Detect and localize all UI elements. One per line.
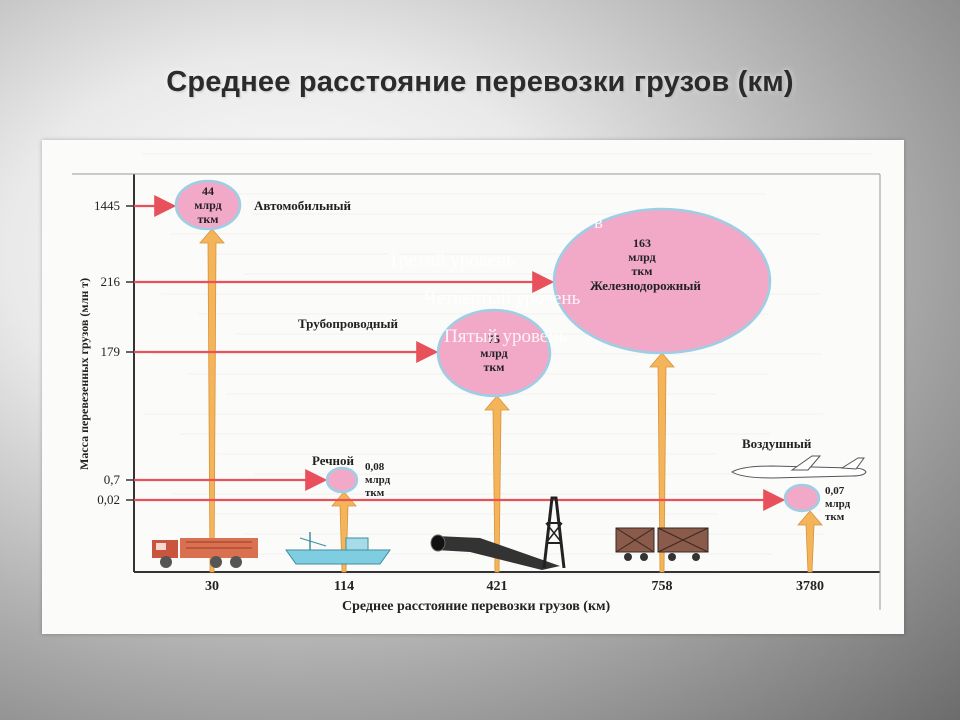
bubble-label: млрд (194, 198, 222, 212)
bubble-label: млрд (628, 250, 656, 264)
x-tick-label: 3780 (796, 579, 824, 594)
oil-derrick-icon (542, 496, 566, 569)
y-tick-label: 179 (101, 344, 121, 359)
ship-icon (285, 532, 391, 565)
slide-title: Среднее расстояние перевозки грузов (км) (166, 66, 794, 98)
bubble-chart: 44млрдткм0,08млрдткм75млрдткм163млрдткм0… (72, 153, 881, 614)
x-tick-label: 421 (487, 579, 508, 594)
mode-label: Железнодорожный (590, 278, 701, 293)
overlay-line-3: Четвертый уровень (424, 288, 581, 309)
data-bubble (325, 466, 359, 494)
overlay-line-4: Пятый уровень (444, 326, 568, 347)
bubble-label: 0,07 (825, 485, 845, 497)
data-bubble (436, 308, 552, 398)
vertical-arrow (797, 510, 823, 573)
bubble-label: ткм (825, 511, 845, 523)
mode-label: Автомобильный (254, 198, 352, 213)
overlay-line-1: в (594, 212, 603, 233)
data-bubble (174, 179, 242, 231)
bubble-label: млрд (480, 346, 508, 360)
bubble-label: млрд (365, 474, 391, 486)
data-bubble (552, 207, 772, 355)
pipeline-icon (430, 534, 560, 570)
x-tick-label: 114 (334, 579, 354, 594)
truck-icon (152, 538, 258, 568)
bubble-label: 163 (633, 236, 651, 250)
y-axis-label: Масса перевезенных грузов (млн т) (77, 278, 91, 470)
mode-label: Речной (312, 453, 355, 468)
bubble-label: 44 (202, 184, 214, 198)
bubble-label: ткм (632, 264, 653, 278)
y-tick-label: 0,7 (104, 472, 121, 487)
airplane-icon (731, 455, 867, 479)
mode-label: Трубопроводный (298, 316, 399, 331)
x-tick-label: 758 (652, 579, 673, 594)
x-tick-label: 30 (205, 579, 219, 594)
bubble-label: млрд (825, 498, 851, 510)
y-tick-label: 0,02 (97, 492, 120, 507)
data-bubble (783, 483, 821, 513)
vertical-arrow (199, 228, 225, 573)
mode-label: Воздушный (742, 436, 812, 451)
y-tick-label: 216 (101, 274, 121, 289)
y-tick-label: 1445 (94, 198, 120, 213)
bubble-label: ткм (198, 212, 219, 226)
bubble-label: 0,08 (365, 461, 385, 473)
bubble-label: 75 (488, 332, 500, 346)
bubble-label: ткм (484, 360, 505, 374)
bubble-label: ткм (365, 487, 385, 499)
rail-wagon-icon (615, 527, 709, 561)
overlay-line-2: Третий уровень (388, 250, 515, 271)
x-axis-label: Среднее расстояние перевозки грузов (км) (342, 599, 611, 614)
